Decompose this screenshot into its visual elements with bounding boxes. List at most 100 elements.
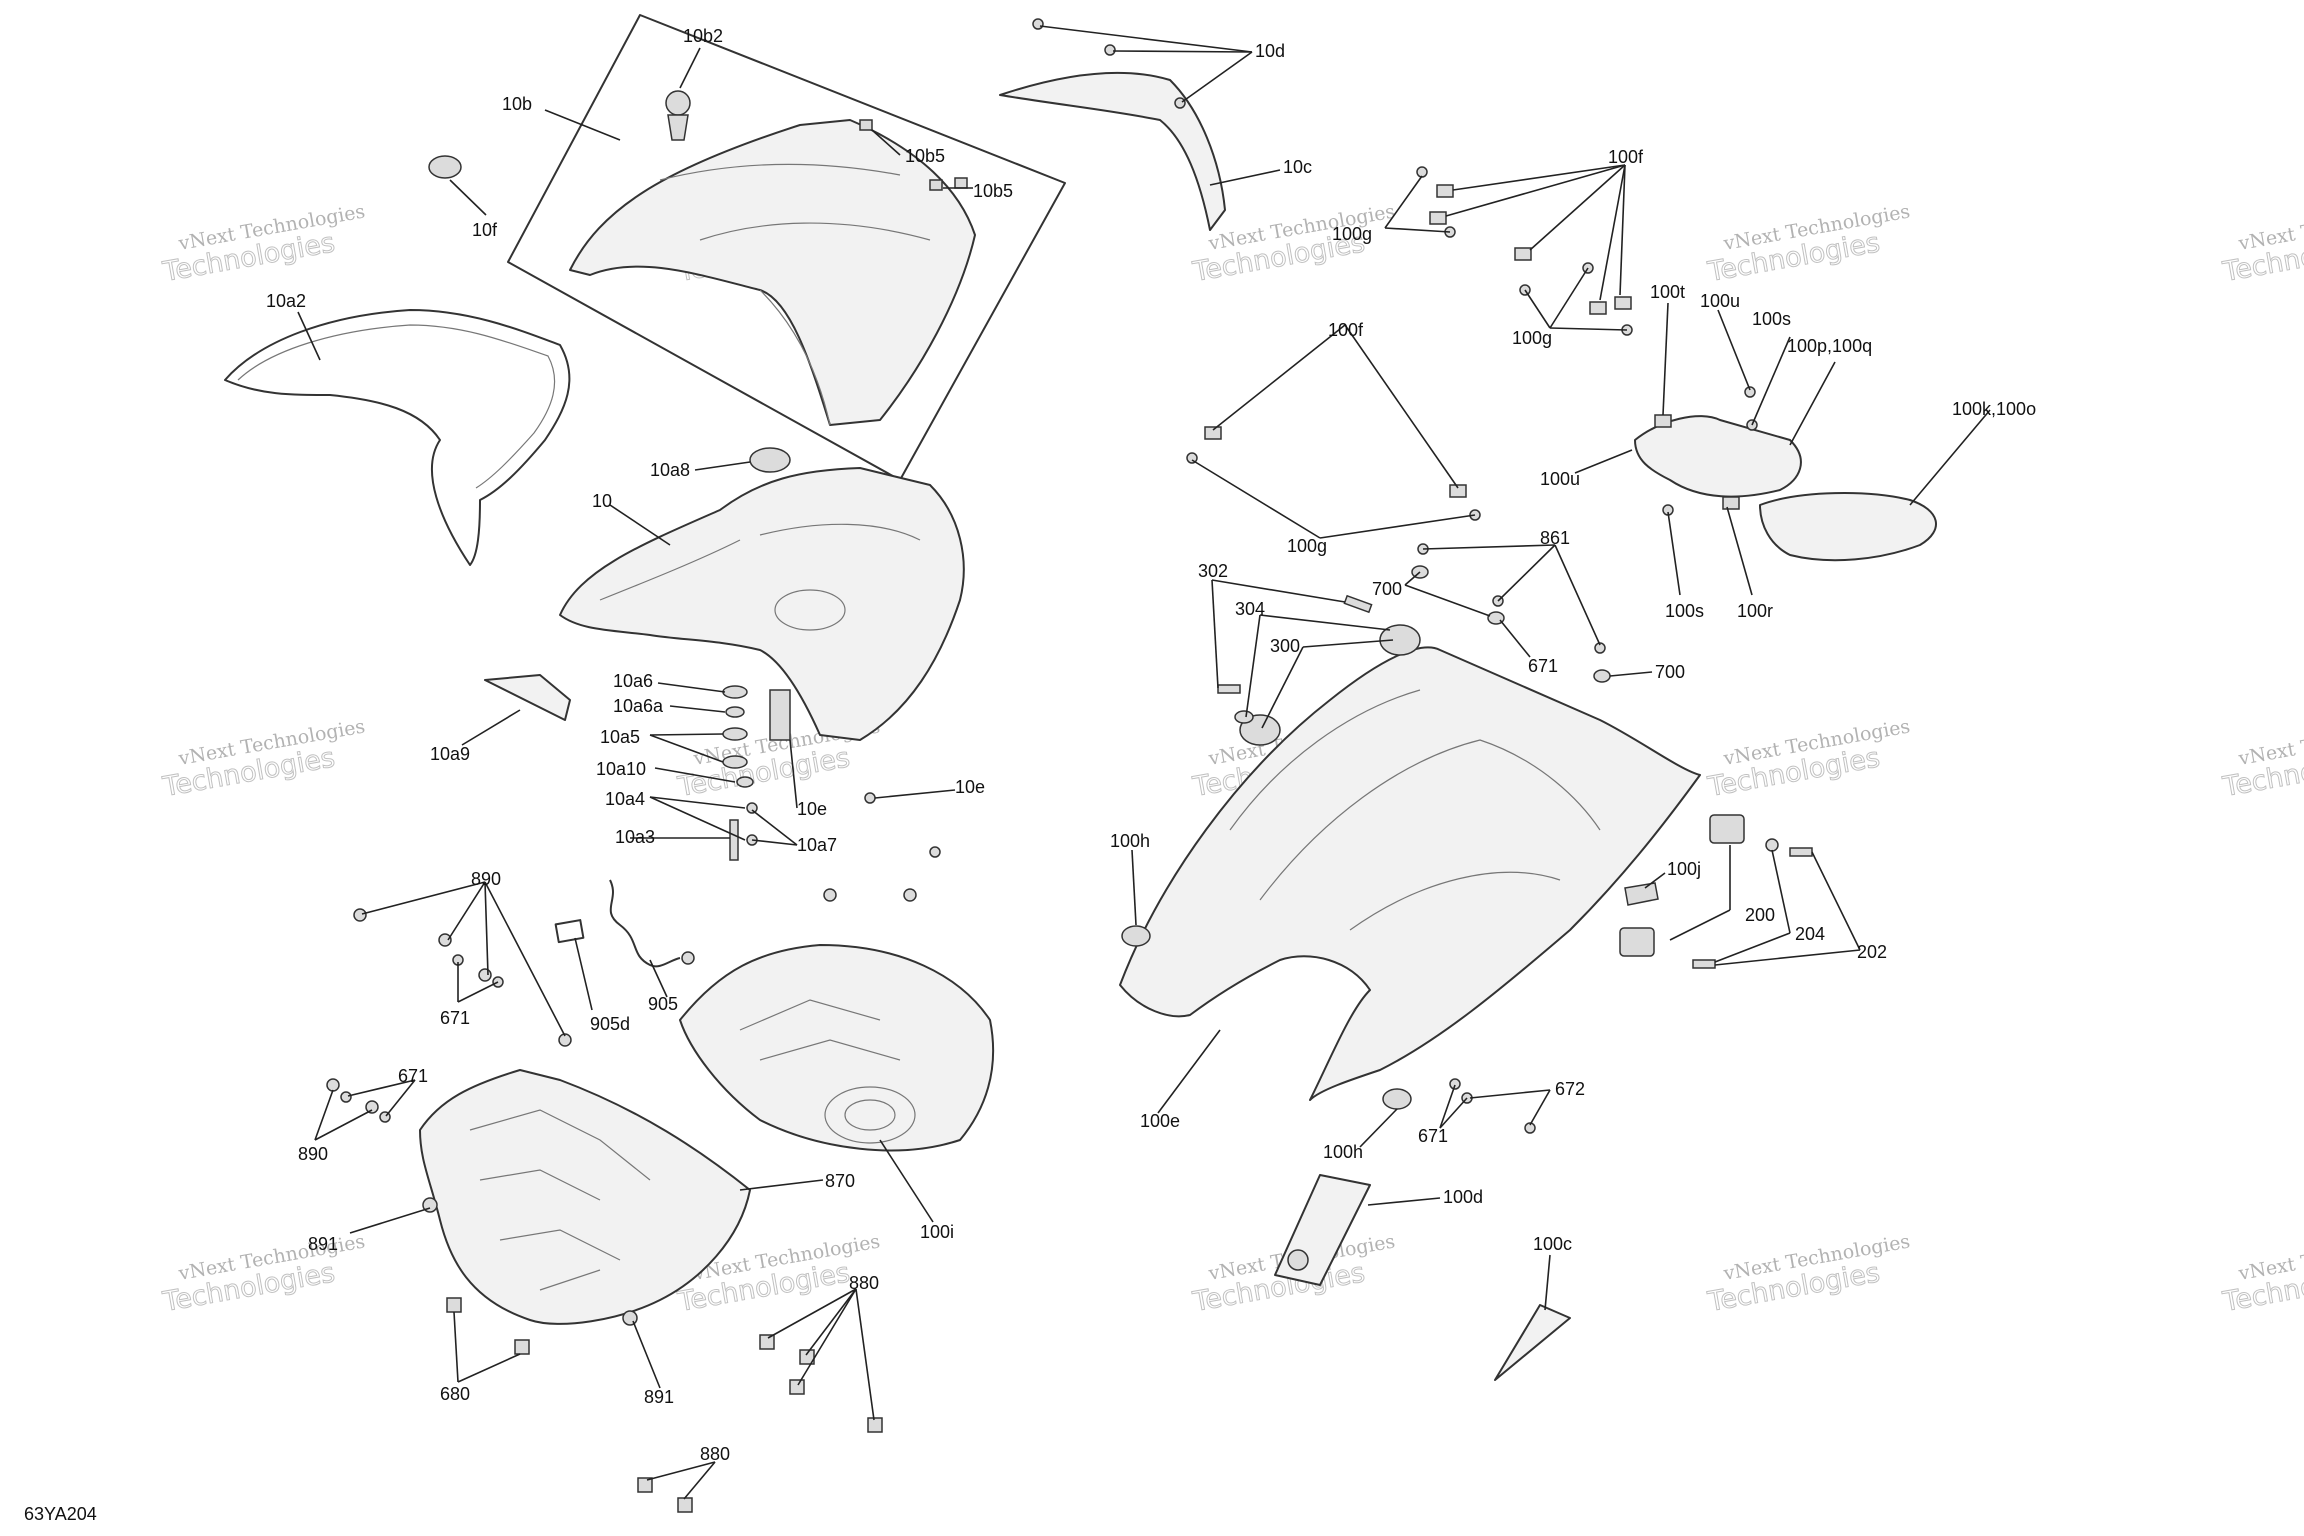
tray-100i-hole-inner [844,1099,896,1131]
hardware-stack [722,685,941,902]
box-base-10 [559,467,965,741]
latch-10e [769,689,791,741]
pad-100j [1624,882,1659,906]
callout-10a6: 10a6 [613,671,653,691]
clip-10b5 [929,179,943,191]
callout-100t: 100t [1650,282,1685,302]
callout-202: 202 [1857,942,1887,962]
callout-870: 870 [825,1171,855,1191]
box-base-rim [599,523,921,601]
figure-code: 63YA204 [24,1504,97,1524]
callout-100i: 100i [920,1222,954,1242]
bumper-100h-b [1382,1088,1412,1110]
callout-10d: 10d [1255,41,1285,61]
callout-10a5: 10a5 [600,727,640,747]
lid-part-10b [569,119,976,426]
callout-10b5: 10b5 [905,146,945,166]
callout-10e: 10e [955,777,985,797]
callout-10: 10 [592,491,612,511]
gasket-10a2 [224,309,571,566]
box-base-well [774,589,846,631]
bracket-870 [419,1069,751,1325]
bracket-100p [1634,415,1802,498]
callout-10a8: 10a8 [650,460,690,480]
watermark: vNext Technologies Technologies [2220,715,2304,803]
panel-100d-grommet [1287,1249,1309,1271]
tray-100i-hole [824,1086,916,1144]
callout-100g: 100g [1332,224,1372,244]
harness-905 [609,879,681,968]
callout-10a3: 10a3 [615,827,655,847]
cap-10a8 [749,447,791,473]
callout-100g: 100g [1287,536,1327,556]
handle-10c [999,71,1226,231]
clip-10b5 [954,177,968,189]
callout-861: 861 [1540,528,1570,548]
callout-905d: 905d [590,1014,630,1034]
callout-204: 204 [1795,924,1825,944]
callout-100e: 100e [1140,1111,1180,1131]
callout-700: 700 [1655,662,1685,682]
tray-100i [679,944,995,1152]
callout-100u: 100u [1700,291,1740,311]
callout-10b5: 10b5 [973,181,1013,201]
callout-100j: 100j [1667,859,1701,879]
bracket-870-detail [469,1109,651,1291]
watermark: vNext Technologies Technologies [1705,200,1912,288]
callout-10a6a: 10a6a [613,696,664,716]
clip-10b5 [859,119,873,131]
harness-905-terminal [681,951,695,965]
callout-10c: 10c [1283,157,1312,177]
callout-891: 891 [308,1234,338,1254]
callout-10a7: 10a7 [797,835,837,855]
knob-10b2 [665,90,691,141]
callout-100k-100o: 100k,100o [1952,399,2036,419]
watermark: vNext Technologies Technologies [2220,200,2304,288]
callout-671: 671 [440,1008,470,1028]
bracket-100k [1759,492,1937,562]
bumper-100h-a [1121,925,1151,947]
callout-100s: 100s [1665,601,1704,621]
callout-100p-100q: 100p,100q [1787,336,1872,356]
callout-880: 880 [849,1273,879,1293]
part-100c [1494,1304,1571,1381]
callout-891: 891 [644,1387,674,1407]
lid-detail [659,163,931,426]
callout-100g: 100g [1512,328,1552,348]
clips-100f [1186,166,1758,521]
callout-10b: 10b [502,94,532,114]
callout-672: 672 [1555,1079,1585,1099]
callout-100d: 100d [1443,1187,1483,1207]
callout-880: 880 [700,1444,730,1464]
watermark: vNext Technologies Technologies [1705,1230,1912,1318]
rear-fender-100e [1119,646,1701,1101]
callout-890: 890 [471,869,501,889]
watermark: vNext Technologies Technologies [160,715,367,803]
tray-100i-detail [739,999,901,1061]
callout-10b2: 10b2 [683,26,723,46]
watermark: vNext Technologies Technologies [160,200,367,288]
callout-100s: 100s [1752,309,1791,329]
watermark: vNext Technologies Technologies [1705,715,1912,803]
callout-300: 300 [1270,636,1300,656]
spacer-200 [1619,814,1745,957]
callout-100h: 100h [1110,831,1150,851]
callout-671: 671 [1418,1126,1448,1146]
callout-671: 671 [398,1066,428,1086]
cover-10a9 [484,674,571,721]
callout-10a4: 10a4 [605,789,645,809]
callout-100f: 100f [1608,147,1644,167]
leader-lines [297,25,1991,1500]
callout-700: 700 [1372,579,1402,599]
label-905d [554,919,585,944]
callout-680: 680 [440,1384,470,1404]
fender-100e-detail [1229,689,1601,931]
callout-304: 304 [1235,599,1265,619]
callout-10f: 10f [472,220,498,240]
screws-10d [1032,18,1186,109]
watermark: vNext Technologies Technologies [2220,1230,2304,1318]
callout-905: 905 [648,994,678,1014]
callout-100f: 100f [1328,320,1364,340]
callout-100u: 100u [1540,469,1580,489]
